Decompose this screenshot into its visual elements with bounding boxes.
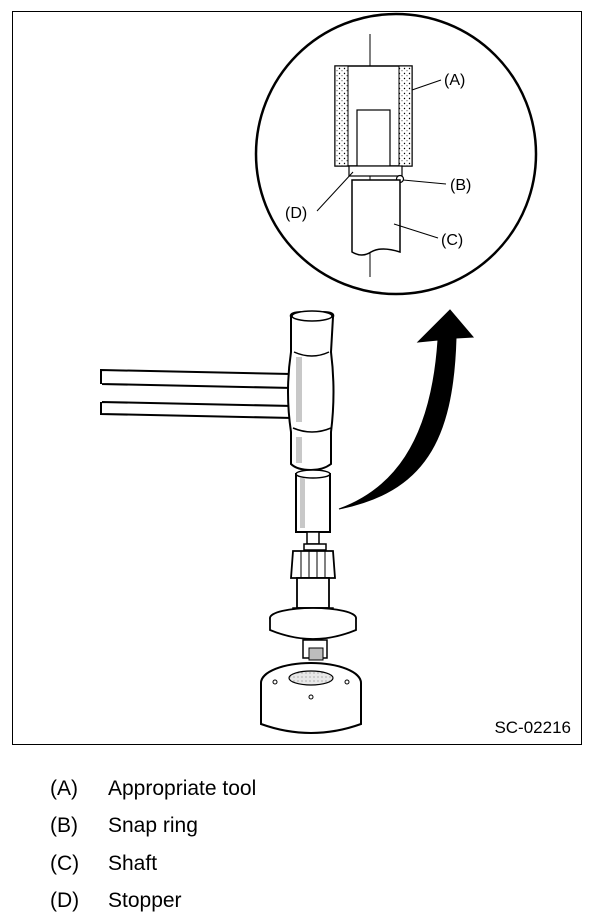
legend: (A) Appropriate tool (B) Snap ring (C) S… — [50, 770, 256, 920]
legend-key: (D) — [50, 889, 108, 913]
legend-label: Shaft — [108, 852, 157, 876]
callout-d: (D) — [285, 205, 307, 222]
shaft-assembly — [270, 532, 356, 660]
base-block — [261, 663, 361, 733]
detail-circle: (A) (B) (C) (D) — [256, 14, 536, 294]
callout-c: (C) — [441, 232, 463, 249]
figure-code: SC-02216 — [494, 718, 571, 738]
hammer — [101, 311, 334, 470]
legend-key: (B) — [50, 814, 108, 838]
figure-frame: (A) (B) (C) (D) — [12, 11, 582, 745]
callout-b: (B) — [450, 177, 471, 194]
legend-label: Appropriate tool — [108, 777, 256, 801]
legend-label: Stopper — [108, 889, 182, 913]
curved-arrow — [339, 310, 473, 509]
legend-key: (A) — [50, 777, 108, 801]
appropriate-tool — [296, 470, 330, 532]
illustration: (A) (B) (C) (D) — [13, 12, 583, 746]
legend-label: Snap ring — [108, 814, 198, 838]
legend-item: (C) Shaft — [50, 845, 256, 883]
legend-key: (C) — [50, 852, 108, 876]
legend-item: (A) Appropriate tool — [50, 770, 256, 808]
legend-item: (B) Snap ring — [50, 808, 256, 846]
callout-a: (A) — [444, 72, 465, 89]
legend-item: (D) Stopper — [50, 883, 256, 920]
